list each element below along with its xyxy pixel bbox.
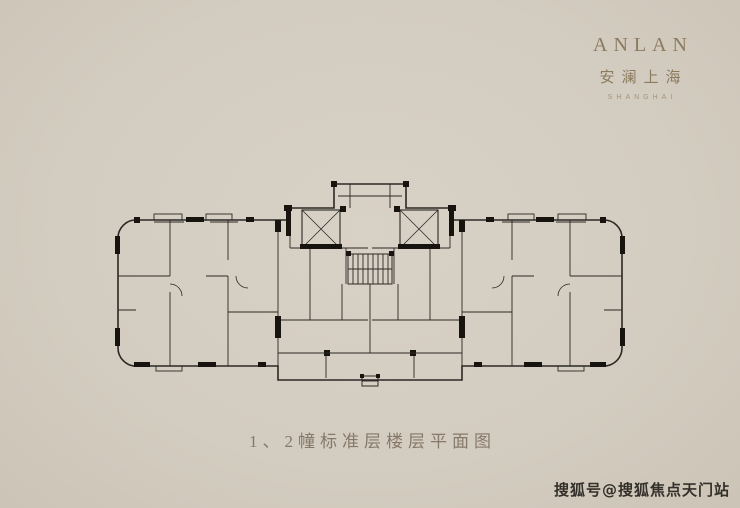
brand-name: ANLAN <box>593 34 693 56</box>
brand-chinese-name: 安澜上海 <box>599 70 688 86</box>
wing-left <box>115 181 368 378</box>
central-core <box>278 184 462 387</box>
brand-subtitle: SHANGHAI <box>607 94 677 101</box>
watermark: 搜狐号@搜狐焦点天门站 <box>553 481 730 499</box>
elevator-shaft-icon <box>301 209 341 249</box>
stairwell-icon <box>347 253 393 285</box>
shear-walls <box>115 181 346 367</box>
floor-plan-drawing <box>115 180 626 387</box>
wing-right <box>371 180 626 379</box>
brand-logo: ANLAN 安澜上海 SHANGHAI <box>570 34 710 101</box>
plan-caption: 1、2幢标准层楼层平面图 <box>249 432 496 451</box>
floor-plan <box>108 178 632 394</box>
